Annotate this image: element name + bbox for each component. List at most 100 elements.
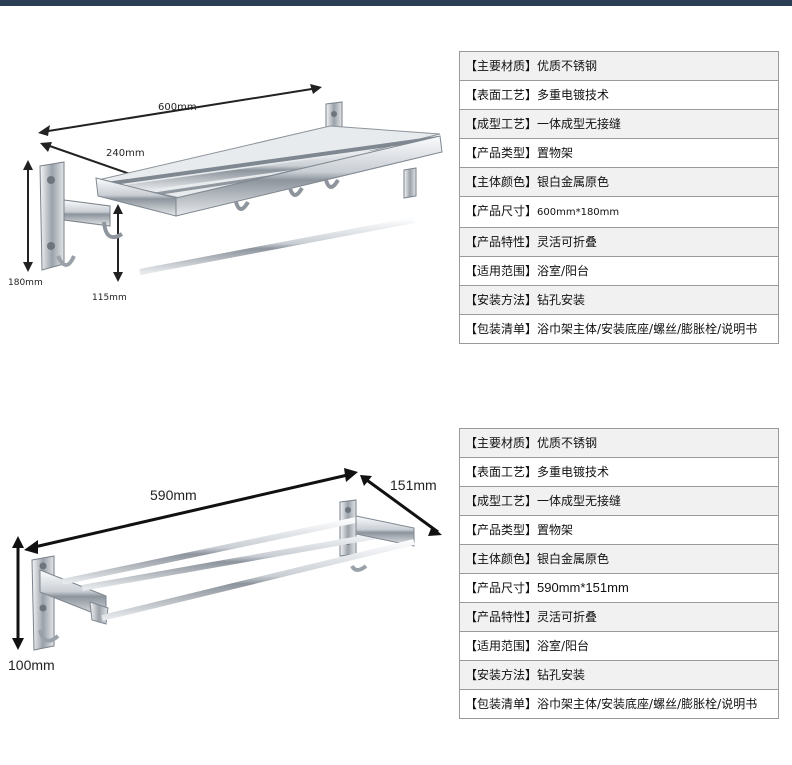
spec-cell: 【适用范围】浴室/阳台	[459, 631, 779, 661]
spec-value: 600mm*180mm	[537, 207, 620, 218]
spec-row: 【产品特性】灵活可折叠	[459, 602, 779, 632]
spec-cell: 【主体颜色】银白金属原色	[459, 544, 779, 574]
spec-label: 【产品特性】	[465, 610, 538, 624]
dimension-depth-label: 151mm	[390, 477, 437, 493]
spec-label: 【主要材质】	[465, 436, 538, 450]
spec-value: 优质不锈钢	[537, 436, 598, 450]
spec-value: 钻孔安装	[537, 668, 586, 682]
spec-label: 【产品类型】	[465, 523, 538, 537]
spec-row: 【产品类型】置物架	[459, 138, 779, 168]
spec-row: 【安装方法】钻孔安装	[459, 660, 779, 690]
product-1-spec-table: 【主要材质】优质不锈钢 【表面工艺】多重电镀技术 【成型工艺】一体成型无接缝 【…	[459, 51, 779, 344]
spec-row: 【包装清单】浴巾架主体/安装底座/螺丝/膨胀栓/说明书	[459, 314, 779, 344]
spec-cell: 【主体颜色】银白金属原色	[459, 167, 779, 197]
spec-row: 【成型工艺】一体成型无接缝	[459, 486, 779, 516]
dimension-height-arrow	[23, 160, 33, 272]
spec-value: 一体成型无接缝	[537, 494, 622, 508]
spec-label: 【主要材质】	[465, 59, 538, 73]
spec-cell: 【安装方法】钻孔安装	[459, 285, 779, 315]
spec-cell: 【成型工艺】一体成型无接缝	[459, 486, 779, 516]
left-wall-bracket	[31, 555, 60, 651]
spec-row: 【主要材质】优质不锈钢	[459, 428, 779, 458]
spec-cell: 【适用范围】浴室/阳台	[459, 256, 779, 286]
spec-row: 【产品类型】置物架	[459, 515, 779, 545]
hooks	[102, 178, 340, 239]
top-header-rule	[0, 0, 792, 6]
spec-row: 【包装清单】浴巾架主体/安装底座/螺丝/膨胀栓/说明书	[459, 689, 779, 719]
spec-row: 【表面工艺】多重电镀技术	[459, 457, 779, 487]
spec-row: 【主体颜色】银白金属原色	[459, 167, 779, 197]
spec-cell: 【产品特性】灵活可折叠	[459, 602, 779, 632]
product-1-figure: 600mm 240mm 180mm 115mm	[0, 80, 450, 320]
dimension-width-arrow	[38, 84, 322, 136]
spec-label: 【表面工艺】	[465, 465, 538, 479]
spec-row: 【表面工艺】多重电镀技术	[459, 80, 779, 110]
spec-row: 【产品特性】灵活可折叠	[459, 227, 779, 257]
spec-label: 【产品尺寸】	[465, 581, 538, 595]
spec-value: 多重电镀技术	[537, 465, 610, 479]
spec-row: 【主体颜色】银白金属原色	[459, 544, 779, 574]
spec-value: 银白金属原色	[537, 552, 610, 566]
product-2-figure: 590mm 151mm 100mm	[0, 462, 455, 682]
spec-value: 多重电镀技术	[537, 88, 610, 102]
spec-value: 浴室/阳台	[537, 264, 590, 278]
dimension-width-label: 590mm	[150, 487, 197, 503]
spec-cell: 【安装方法】钻孔安装	[459, 660, 779, 690]
spec-label: 【成型工艺】	[465, 494, 538, 508]
spec-cell: 【成型工艺】一体成型无接缝	[459, 109, 779, 139]
spec-value: 浴室/阳台	[537, 639, 590, 653]
spec-cell: 【产品尺寸】590mm*151mm	[459, 573, 779, 603]
spec-value: 浴巾架主体/安装底座/螺丝/膨胀栓/说明书	[537, 322, 758, 336]
spec-value: 钻孔安装	[537, 293, 586, 307]
spec-row: 【产品尺寸】590mm*151mm	[459, 573, 779, 603]
left-wall-bracket	[39, 161, 111, 271]
spec-value: 一体成型无接缝	[537, 117, 622, 131]
spec-cell: 【包装清单】浴巾架主体/安装底座/螺丝/膨胀栓/说明书	[459, 689, 779, 719]
spec-cell: 【产品类型】置物架	[459, 138, 779, 168]
dimension-height-arrow	[12, 536, 24, 650]
dimension-depth-arrow	[360, 475, 442, 536]
spec-value: 优质不锈钢	[537, 59, 598, 73]
product-2-drawing: 590mm 151mm 100mm	[8, 468, 442, 673]
spec-label: 【安装方法】	[465, 293, 538, 307]
spec-cell: 【产品尺寸】600mm*180mm	[459, 196, 779, 228]
spec-value: 银白金属原色	[537, 175, 610, 189]
spec-row: 【产品尺寸】600mm*180mm	[459, 196, 779, 228]
spec-value: 590mm*151mm	[537, 580, 629, 595]
spec-label: 【产品类型】	[465, 146, 538, 160]
lower-towel-bar	[89, 539, 415, 625]
spec-cell: 【主要材质】优质不锈钢	[459, 428, 779, 458]
right-wall-bracket	[339, 499, 357, 557]
spec-row: 【安装方法】钻孔安装	[459, 285, 779, 315]
spec-value: 灵活可折叠	[537, 610, 598, 624]
dimension-height-label: 100mm	[8, 657, 55, 673]
spec-row: 【成型工艺】一体成型无接缝	[459, 109, 779, 139]
spec-cell: 【产品特性】灵活可折叠	[459, 227, 779, 257]
spec-value: 灵活可折叠	[537, 235, 598, 249]
spec-label: 【包装清单】	[465, 697, 538, 711]
spec-label: 【包装清单】	[465, 322, 538, 336]
dimension-depth-label: 240mm	[106, 148, 145, 159]
top-shelf	[95, 125, 443, 217]
spec-label: 【适用范围】	[465, 639, 538, 653]
spec-cell: 【表面工艺】多重电镀技术	[459, 457, 779, 487]
spec-value: 置物架	[537, 146, 574, 160]
spec-label: 【产品特性】	[465, 235, 538, 249]
dimension-height-label: 180mm	[8, 278, 43, 288]
spec-label: 【表面工艺】	[465, 88, 538, 102]
dimension-width-label: 600mm	[158, 102, 197, 113]
dimension-width-arrow	[24, 468, 358, 554]
spec-label: 【成型工艺】	[465, 117, 538, 131]
spec-cell: 【表面工艺】多重电镀技术	[459, 80, 779, 110]
spec-cell: 【产品类型】置物架	[459, 515, 779, 545]
spec-row: 【适用范围】浴室/阳台	[459, 631, 779, 661]
spec-value: 浴巾架主体/安装底座/螺丝/膨胀栓/说明书	[537, 697, 758, 711]
spec-value: 置物架	[537, 523, 574, 537]
upper-bars	[39, 515, 415, 619]
spec-row: 【主要材质】优质不锈钢	[459, 51, 779, 81]
spec-cell: 【包装清单】浴巾架主体/安装底座/螺丝/膨胀栓/说明书	[459, 314, 779, 344]
lower-towel-bar	[136, 192, 415, 276]
dimension-hook-arrow	[113, 204, 123, 282]
spec-row: 【适用范围】浴室/阳台	[459, 256, 779, 286]
